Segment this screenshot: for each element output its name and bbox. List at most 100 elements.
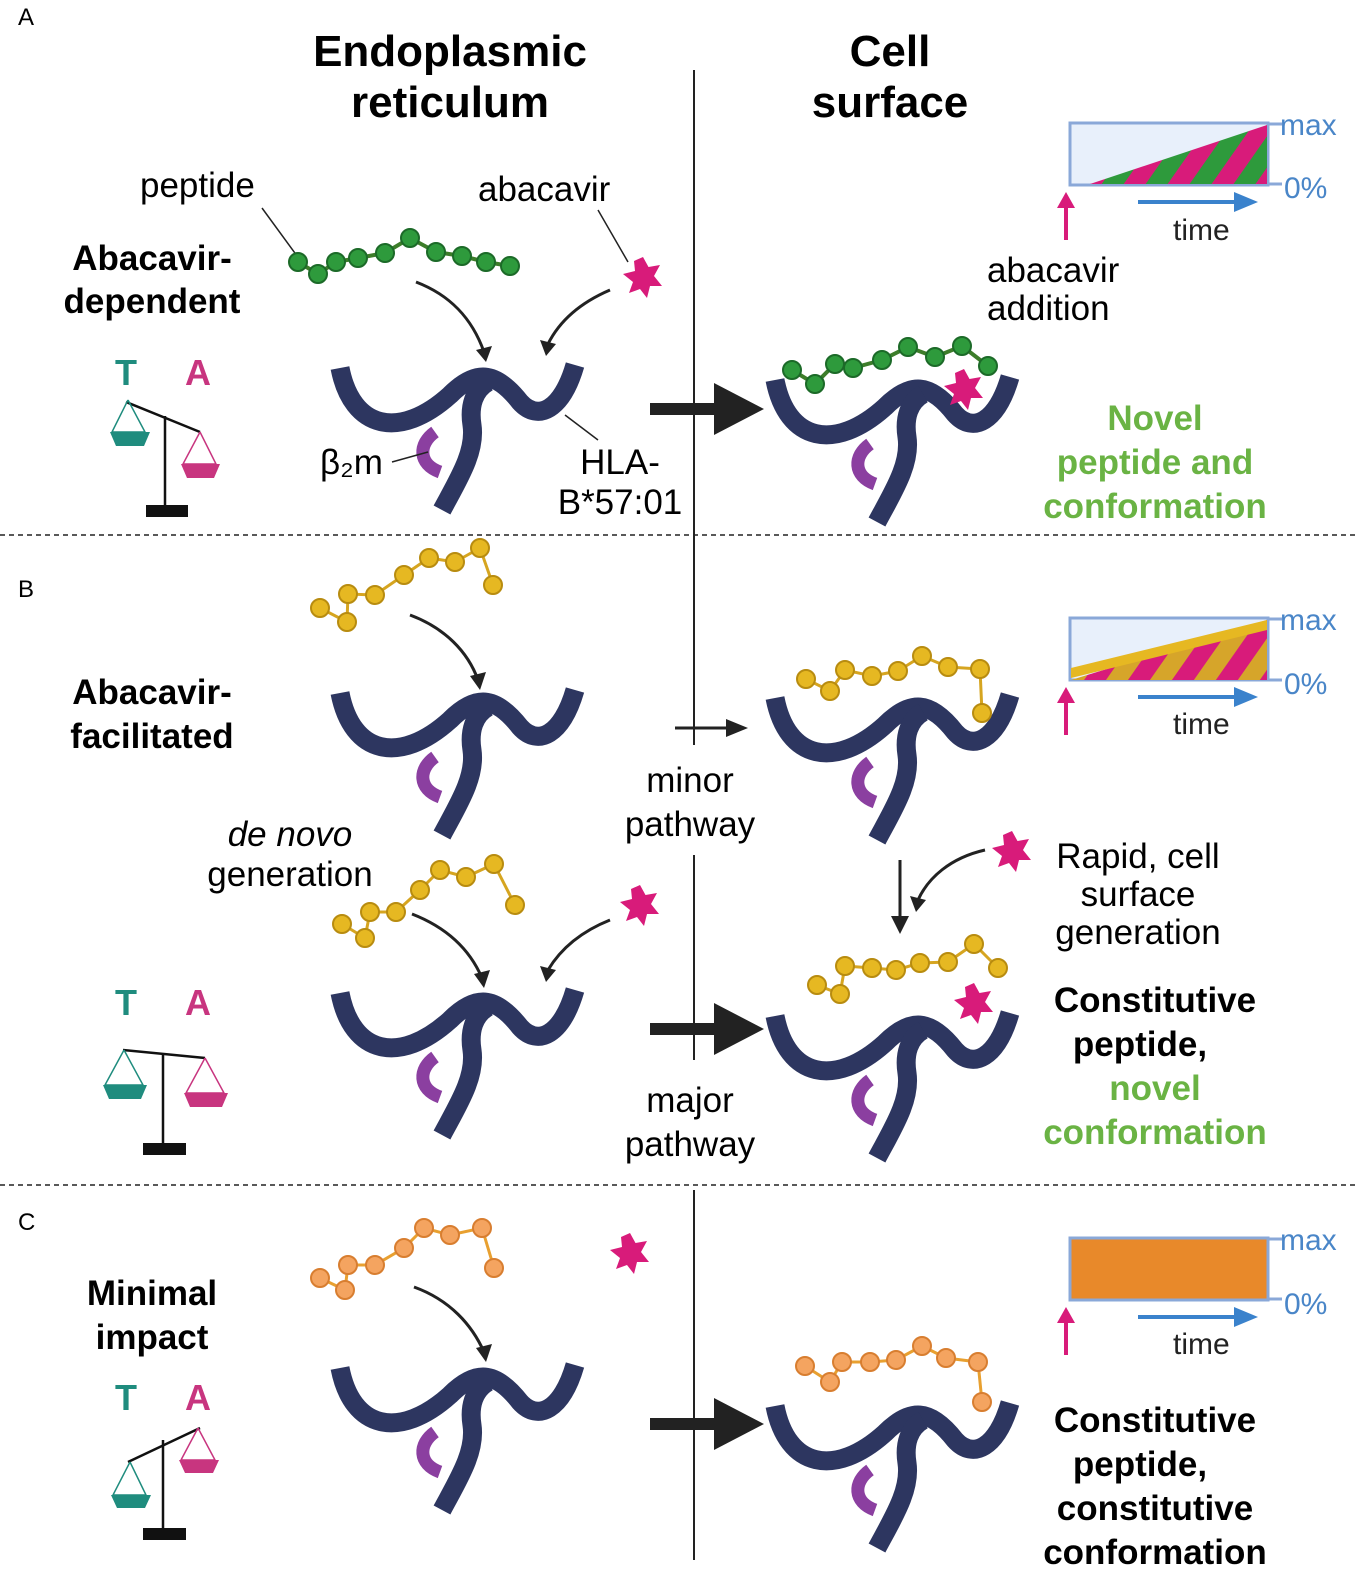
hla-pointer — [564, 414, 599, 441]
rapid-line1: Rapid, cell — [1056, 837, 1219, 876]
major-arrow-head — [714, 1003, 764, 1055]
hla-molecule-surface-a — [775, 377, 1010, 522]
transport-arrow-a-shaft — [650, 403, 718, 415]
arrow-abacavir-to-hla-a — [546, 288, 611, 345]
transport-arrow-c-head — [714, 1398, 764, 1450]
chart-c-time-label: time — [1173, 1328, 1230, 1361]
arrow-peptide-to-hla-b1 — [409, 613, 480, 681]
abacavir-star-c — [610, 1233, 649, 1274]
arrowhead-b3 — [540, 966, 556, 982]
balance-b-a: A — [185, 982, 211, 1023]
outcome-c-line3: constitutive — [1057, 1489, 1253, 1528]
outcome-b-line3: novel — [1109, 1069, 1200, 1108]
hla-molecule-surface-b2 — [775, 1013, 1010, 1158]
arrowhead-a1 — [476, 346, 492, 362]
outcome-a-line2: peptide and — [1057, 443, 1253, 482]
b2m-pointer — [391, 451, 429, 463]
major-pathway-line1: major — [646, 1081, 734, 1120]
balance-c-a: A — [185, 1377, 211, 1418]
hla-molecule-er-a — [340, 365, 575, 510]
balance-scale-b: T A — [103, 982, 228, 1155]
outcome-b-line2: peptide, — [1073, 1025, 1207, 1064]
arrowhead-b2 — [474, 970, 490, 988]
denovo-line2: generation — [207, 855, 372, 894]
chart-c-zero-label: 0% — [1284, 1288, 1327, 1321]
peptide-pointer — [261, 207, 301, 261]
arrowhead-a2 — [540, 340, 556, 356]
chart-a-max-label: max — [1280, 109, 1337, 142]
abacavir-pointer — [597, 209, 629, 263]
balance-scale-c: T A — [111, 1377, 219, 1540]
chart-a-zero-label: 0% — [1284, 172, 1327, 205]
minor-pathway-line1: minor — [646, 761, 734, 800]
panel-c-title-line2: impact — [96, 1318, 209, 1357]
transport-arrow-c-shaft — [650, 1418, 718, 1430]
peptide-yellow-surface-bottom — [807, 934, 1008, 1004]
arrowhead-b1 — [470, 672, 486, 690]
outcome-c-line2: peptide, — [1073, 1445, 1207, 1484]
outcome-b-line1: Constitutive — [1054, 981, 1256, 1020]
hla-molecule-surface-c — [775, 1403, 1010, 1548]
abacavir-star-b-surface-top — [992, 831, 1031, 872]
rapid-arrow-star — [916, 848, 986, 901]
balance-a-t: T — [115, 352, 137, 393]
panel-label-a: A — [18, 4, 34, 31]
balance-c-t: T — [115, 1377, 137, 1418]
chart-b-zero-label: 0% — [1284, 668, 1327, 701]
abacavir-addition-line2: addition — [987, 289, 1110, 328]
abacavir-star-b-er — [620, 885, 659, 926]
abacavir-addition-line1: abacavir — [987, 251, 1120, 290]
kinetics-chart-a: max 0% time — [1057, 109, 1337, 247]
hla-molecule-er-b1 — [340, 690, 575, 835]
outcome-b-line4: conformation — [1043, 1113, 1267, 1152]
peptide-green-er — [288, 228, 520, 284]
hla-label-line1: HLA- — [580, 443, 660, 482]
balance-scale-a: T A — [110, 352, 220, 517]
header-cs-line2: surface — [812, 78, 969, 127]
minor-pathway-line2: pathway — [625, 805, 756, 844]
outcome-c-line4: conformation — [1043, 1533, 1267, 1570]
transport-arrow-a-head — [714, 383, 764, 435]
denovo-line1: de novo — [228, 815, 353, 854]
rapid-arrowhead-down — [891, 916, 909, 934]
hla-label-line2: B*57:01 — [558, 483, 683, 522]
outcome-a-line3: conformation — [1043, 487, 1267, 526]
hla-molecule-er-c — [340, 1365, 575, 1510]
peptide-orange-er — [310, 1218, 504, 1300]
rapid-arrowhead-star — [910, 896, 926, 912]
panel-b-title-line2: facilitated — [70, 717, 233, 756]
b2m-label: β₂m — [320, 443, 383, 482]
panel-label-b: B — [18, 576, 34, 603]
chart-b-max-label: max — [1280, 604, 1337, 637]
panel-a-title-line2: dependent — [64, 282, 241, 321]
peptide-green-surface — [782, 336, 998, 394]
outcome-c-line1: Constitutive — [1054, 1401, 1256, 1440]
panel-a-title-line1: Abacavir- — [72, 239, 232, 278]
header-er-line1: Endoplasmic — [313, 27, 587, 76]
rapid-line2: surface — [1081, 875, 1196, 914]
balance-a-a: A — [185, 352, 211, 393]
peptide-yellow-surface-top — [796, 646, 992, 723]
arrowhead-c1 — [476, 1344, 492, 1362]
balance-b-t: T — [115, 982, 137, 1023]
kinetics-chart-b: max 0% time — [1057, 604, 1337, 741]
arrow-peptide-to-hla-b2 — [411, 912, 484, 979]
hla-molecule-er-b2 — [340, 990, 575, 1135]
arrow-abacavir-to-hla-b — [546, 918, 611, 971]
peptide-yellow-er-bottom — [332, 854, 525, 948]
chart-c-max-label: max — [1280, 1224, 1337, 1257]
kinetics-chart-c: max 0% time — [1057, 1224, 1337, 1361]
major-arrow-shaft — [650, 1023, 718, 1035]
peptide-orange-surface — [795, 1336, 992, 1412]
arrow-peptide-to-hla-a — [415, 280, 486, 353]
header-cs-line1: Cell — [850, 27, 931, 76]
panel-c-title-line1: Minimal — [87, 1274, 217, 1313]
abacavir-star-b-surface-bound — [954, 983, 993, 1024]
outcome-a-line1: Novel — [1107, 399, 1202, 438]
abacavir-star-a — [623, 257, 662, 298]
major-pathway-line2: pathway — [625, 1125, 756, 1164]
panel-b-title-line1: Abacavir- — [72, 673, 232, 712]
rapid-line3: generation — [1055, 913, 1220, 952]
abacavir-label: abacavir — [478, 170, 611, 209]
